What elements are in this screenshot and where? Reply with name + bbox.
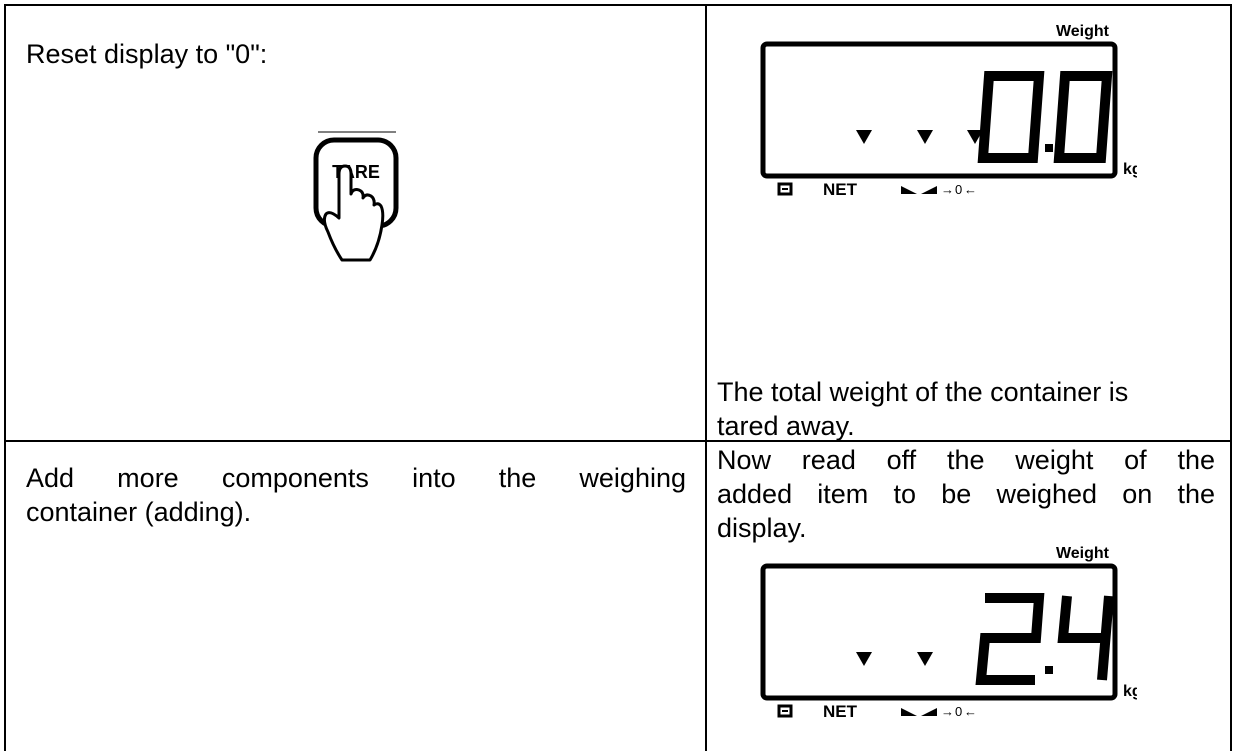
stable-right-icon [921,708,937,716]
tared-away-note-line2: tared away. [717,411,855,441]
digit-4 [1057,595,1114,681]
table-border-right [1230,4,1232,751]
tared-away-note-line1: The total weight of the container is [717,377,1129,407]
net-indicator-arrow [856,652,872,666]
digit-0-right [1053,71,1113,163]
unit-label: kg [1123,683,1137,700]
zero-arrow-in: → [941,704,954,719]
zero-symbol: 0 [955,182,962,197]
net-indicator-arrow [856,130,872,144]
zero-indicator-arrow [967,130,983,144]
tare-key-illustration: TARE [313,131,399,262]
unit-label: kg [1123,161,1137,178]
reset-display-instruction: Reset display to "0": [26,39,268,69]
net-label: NET [823,180,858,198]
stable-left-icon [901,708,917,716]
table-border-top [4,4,1232,6]
read-weight-note-line2: added item to be weighed on the [717,479,1215,509]
zero-symbol: 0 [955,704,962,719]
table-border-left [4,4,6,751]
stable-right-icon [921,186,937,194]
pointing-hand-icon [322,164,385,262]
add-components-instruction-line2: container (adding). [26,497,252,527]
decimal-point [1045,666,1053,674]
zero-arrow-in: → [941,182,954,197]
weight-caption: Weight [1056,545,1110,562]
weight-caption: Weight [1056,23,1110,40]
read-weight-note-line3: display. [717,513,807,543]
table-border-middle [705,4,707,751]
stable-indicator-arrow [917,652,933,666]
digit-2 [975,593,1045,685]
table-row-divider [4,440,1232,442]
read-weight-note-line1: Now read off the weight of the [717,445,1215,475]
stable-indicator-arrow [917,130,933,144]
stable-left-icon [901,186,917,194]
battery-icon [777,704,793,718]
weight-display-zero: Weight kg NET → 0 ← [760,23,1137,198]
decimal-point [1045,144,1053,152]
battery-icon [777,182,793,196]
add-components-instruction-line1: Add more components into the weighing [26,463,686,493]
digit-0-left [977,71,1045,163]
zero-arrow-out: ← [964,182,977,197]
net-label: NET [823,702,858,720]
weight-display-added: Weight kg NET → 0 ← [760,545,1137,720]
zero-arrow-out: ← [964,704,977,719]
